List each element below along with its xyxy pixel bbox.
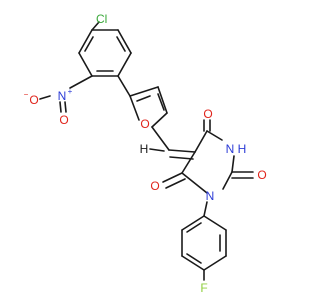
fluorophenyl-ring [181, 215, 227, 271]
molecule-diagram: Cl O − N + O O H O N H O N O F [24, 12, 267, 295]
pyrimidinetrione-ring [162, 119, 254, 194]
c-cl-bond [91, 21, 100, 31]
nitro-oxygen-left-label: O [29, 93, 38, 107]
n-aryl-bond [203, 201, 208, 217]
furan-ring [129, 86, 168, 128]
methine-hydrogen-label: H [140, 142, 149, 156]
biaryl-bond [117, 75, 131, 97]
carbonyl-oxygen-right-label: O [257, 168, 266, 182]
nitro-nitrogen-charge-label: + [68, 87, 73, 96]
ring-nh-hydrogen-label: H [238, 142, 247, 156]
c-nitro-bond [69, 75, 93, 89]
carbonyl-oxygen-top-label: O [203, 107, 212, 121]
fluorine-label: F [200, 281, 207, 295]
nitro-oxygen-charge-label: − [24, 90, 29, 99]
ring-n-aryl-nitrogen-label: N [206, 189, 215, 203]
molecule-canvas: Cl O − N + O O H O N H O N O F [24, 12, 267, 295]
methine-bridge [149, 126, 196, 160]
furan-oxygen-label: O [140, 117, 149, 131]
nitro-nitrogen-label: N [58, 89, 67, 103]
ring-nh-nitrogen-label: N [226, 142, 235, 156]
chlorine-label: Cl [96, 12, 107, 26]
nitro-group [39, 95, 67, 113]
carbonyl-oxygen-left-label: O [150, 179, 159, 193]
chloronitrophenyl-ring [78, 29, 132, 77]
nitro-oxygen-bottom-label: O [59, 113, 68, 127]
